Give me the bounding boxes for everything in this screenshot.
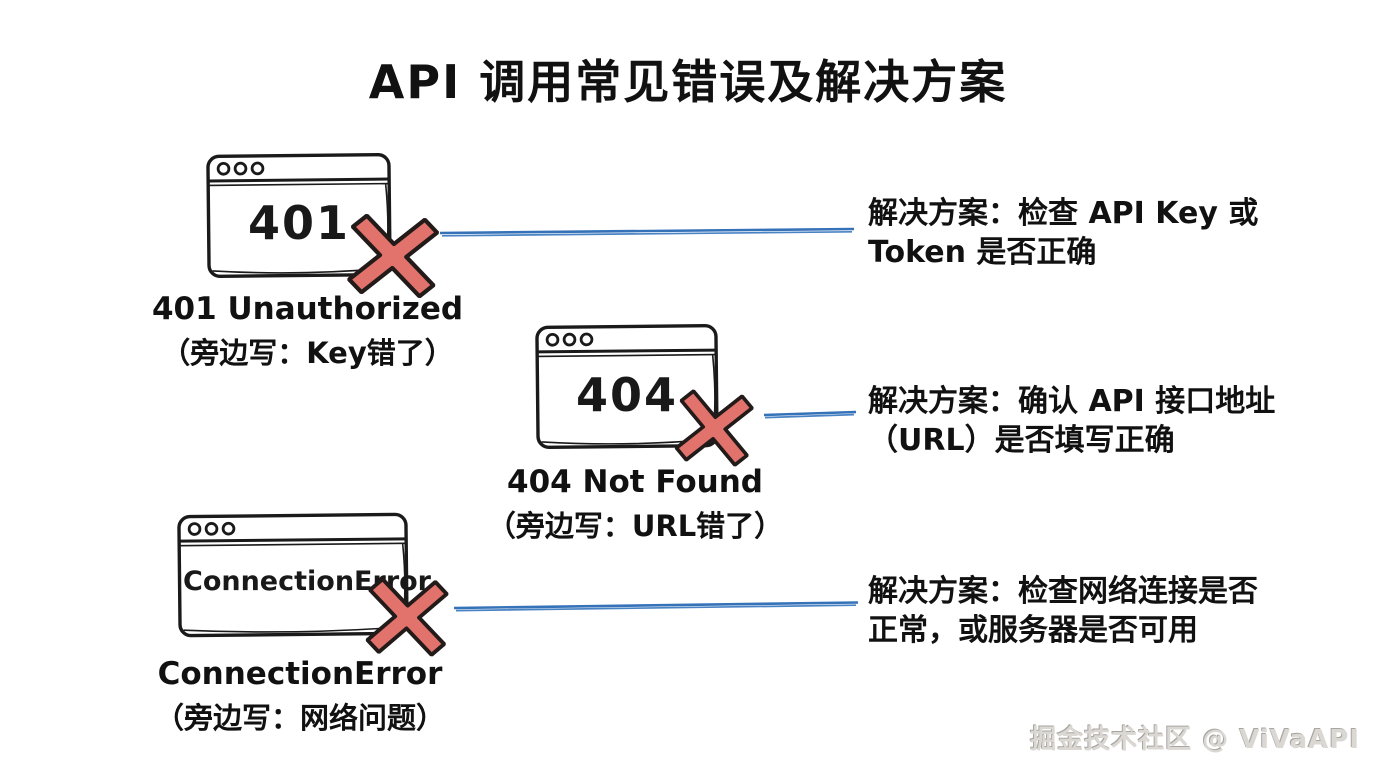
- error-x-icon: [365, 577, 449, 661]
- error-x-icon: [346, 213, 440, 303]
- error-x-icon: [673, 388, 755, 471]
- browser-window-404: [534, 323, 719, 450]
- browser-window-frame-icon: [535, 323, 719, 450]
- solution-line-1: 解决方案：检查 API Key 或: [868, 196, 1259, 231]
- error-caption-note: （旁边写：Key错了）: [161, 336, 454, 370]
- browser-window-frame-icon: [206, 152, 392, 279]
- error-caption-note: （旁边写：网络问题）: [154, 701, 445, 735]
- connector-line: [452, 598, 860, 617]
- solution-line-2: 正常，或服务器是否可用: [868, 613, 1198, 648]
- solution-line-1: 解决方案：检查网络连接是否: [868, 574, 1258, 609]
- error-code-label: 404: [575, 368, 679, 422]
- solution-text: 解决方案：检查 API Key 或 Token 是否正确: [868, 194, 1258, 272]
- error-caption-title: 401 Unauthorized: [151, 291, 464, 327]
- error-caption-title: ConnectionError: [157, 656, 443, 692]
- window-control-dots-icon: [187, 521, 236, 536]
- error-caption-title: 404 Not Found: [507, 464, 763, 500]
- error-code-label: 401: [247, 196, 351, 250]
- connector-line: [762, 405, 858, 424]
- page-title: API 调用常见错误及解决方案: [368, 55, 1008, 109]
- window-control-dots-icon: [216, 161, 265, 176]
- browser-window-401: [205, 152, 392, 279]
- error-caption-note: （旁边写：URL错了）: [486, 509, 784, 543]
- window-control-dots-icon: [545, 332, 594, 347]
- solution-text: 解决方案：确认 API 接口地址 （URL）是否填写正确: [868, 382, 1275, 460]
- solution-line-2: Token 是否正确: [868, 235, 1097, 270]
- solution-line-2: （URL）是否填写正确: [868, 423, 1175, 458]
- solution-line-1: 解决方案：确认 API 接口地址: [868, 384, 1276, 419]
- connector-line: [438, 224, 856, 243]
- solution-text: 解决方案：检查网络连接是否 正常，或服务器是否可用: [868, 572, 1258, 650]
- watermark-text: 掘金技术社区 @ ViVaAPI: [1030, 725, 1360, 755]
